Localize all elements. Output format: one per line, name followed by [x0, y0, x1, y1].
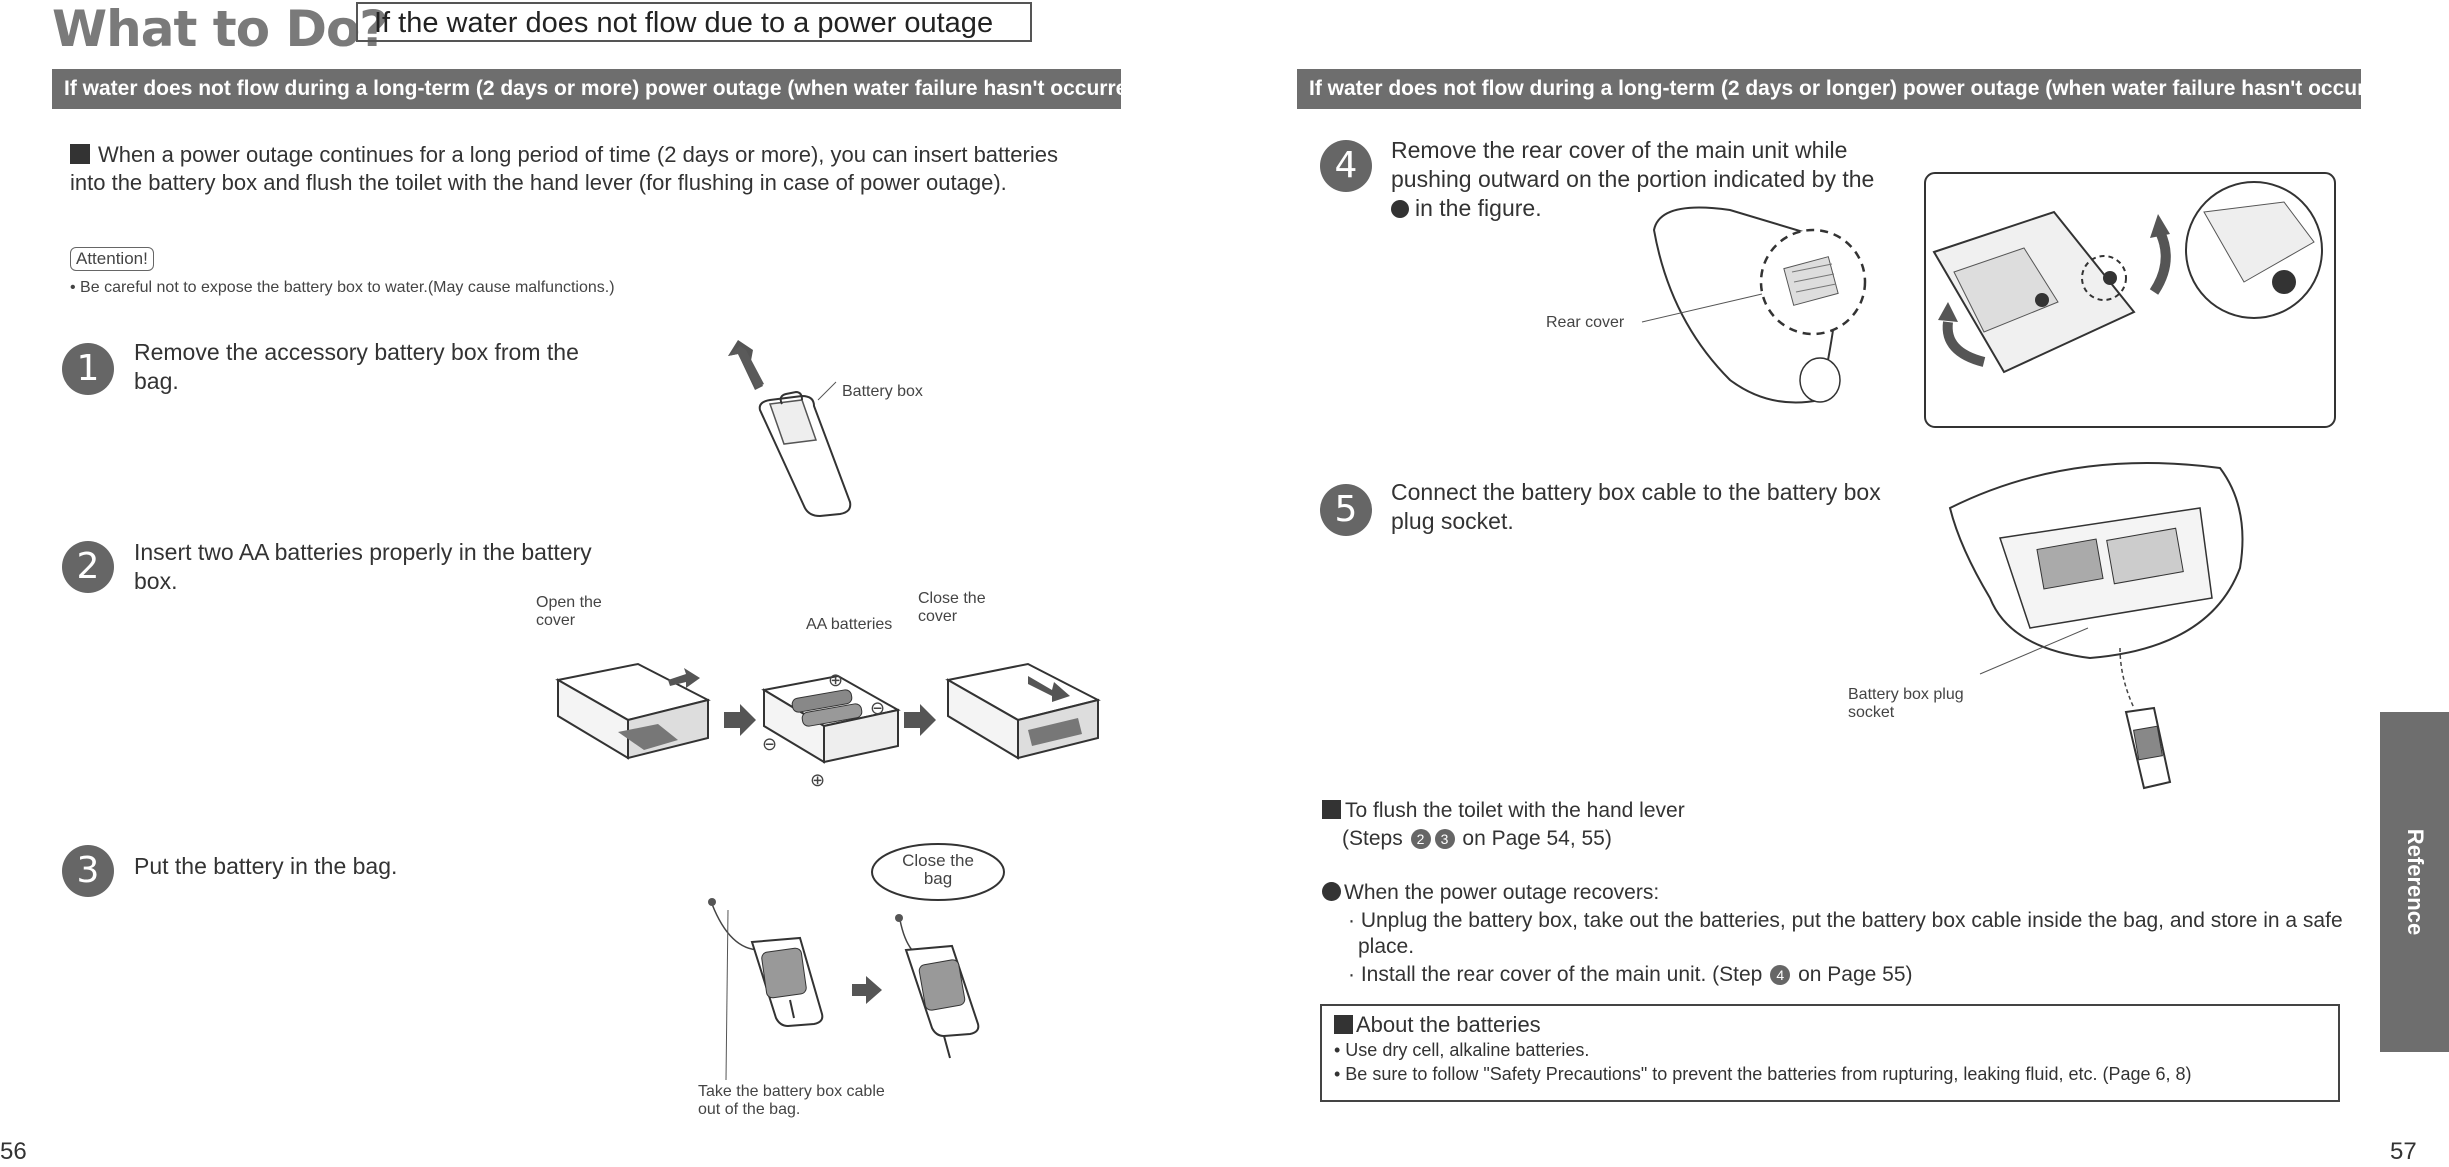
step-ref-badge: 4 — [1770, 965, 1791, 985]
rear-cover-leader-line — [1641, 293, 1763, 323]
section-bar-right: If water does not flow during a long-ter… — [1297, 69, 2361, 109]
arrow-icon — [1028, 676, 1070, 702]
hand-lever-title-text: To flush the toilet with the hand lever — [1345, 799, 1685, 822]
open-box-drawing — [555, 662, 711, 760]
intro-body: When a power outage continues for a long… — [70, 142, 1058, 195]
step-5-number: 5 — [1320, 484, 1372, 536]
filled-dot-icon — [1391, 200, 1409, 218]
label-close-cover: Close the cover — [918, 590, 986, 625]
attention-badge: Attention! — [70, 247, 154, 271]
label-take-cable: Take the battery box cable out of the ba… — [698, 1083, 885, 1118]
plug-socket-illustration — [1948, 462, 2244, 790]
step-2-number: 2 — [62, 541, 114, 593]
recovers-item-1: · Unplug the battery box, take out the b… — [1348, 909, 2343, 958]
label-aa-batteries: AA batteries — [806, 616, 893, 633]
about-title: About the batteries — [1334, 1012, 2326, 1038]
reference-side-tab: Reference — [2380, 712, 2449, 1052]
section-bar-left: If water does not flow during a long-ter… — [52, 69, 1121, 109]
step-4-text: Remove the rear cover of the main unit w… — [1391, 136, 1901, 223]
square-bullet-icon — [1322, 800, 1341, 819]
recovers-item-2: · Install the rear cover of the main uni… — [1348, 962, 1913, 988]
about-item-2: • Be sure to follow "Safety Precautions"… — [1334, 1064, 2192, 1084]
intro-text: When a power outage continues for a long… — [70, 141, 1060, 197]
side-tab-label: Reference — [2402, 828, 2428, 936]
filled-dot-icon — [1322, 882, 1341, 901]
recovers-title-text: When the power outage recovers: — [1344, 881, 1660, 904]
step-5-text: Connect the battery box cable to the bat… — [1391, 479, 1881, 534]
label-rear-cover: Rear cover — [1546, 314, 1625, 331]
hand-lever-title: To flush the toilet with the hand lever — [1322, 798, 1685, 824]
step-4-text-main: Remove the rear cover of the main unit w… — [1391, 137, 1875, 192]
right-arrow-icon — [724, 704, 756, 736]
step-ref-badge: 3 — [1434, 829, 1455, 849]
label-plug-socket: Battery box plug socket — [1848, 686, 1964, 721]
svg-text:⊖: ⊖ — [870, 698, 885, 719]
about-item-1: • Use dry cell, alkaline batteries. — [1334, 1040, 1590, 1060]
step-1-number: 1 — [62, 343, 114, 395]
curved-arrow-icon — [2149, 229, 2171, 295]
curved-arrow-icon — [1942, 321, 1986, 367]
rear-cover-removal-illustration — [1924, 172, 2336, 428]
about-batteries-box: About the batteries • Use dry cell, alka… — [1320, 1004, 2340, 1102]
recovers-item-2-suffix: on Page 55) — [1798, 963, 1913, 986]
closed-box-drawing — [945, 662, 1101, 760]
rear-cover-detail-circle — [1759, 228, 1867, 336]
square-bullet-icon — [70, 144, 90, 164]
right-arrow-icon — [904, 704, 936, 736]
svg-text:⊖: ⊖ — [762, 734, 777, 755]
speech-bubble — [871, 843, 1005, 901]
recovers-title: When the power outage recovers: — [1322, 880, 1659, 906]
svg-text:⊕: ⊕ — [828, 670, 843, 691]
step-2-text: Insert two AA batteries properly in the … — [134, 539, 592, 594]
step-3-text: Put the battery in the bag. — [134, 853, 398, 879]
square-bullet-icon — [1334, 1015, 1353, 1034]
recovers-item-2-prefix: · Install the rear cover of the main uni… — [1348, 963, 1763, 986]
battery-tray-drawing: ⊕ ⊖ ⊖ ⊕ — [761, 670, 901, 791]
label-close-bag: Close the bag — [902, 851, 974, 888]
page-title: What to Do? — [52, 0, 388, 58]
step-4-number: 4 — [1320, 140, 1372, 192]
step-4-text-after: in the figure. — [1415, 195, 1542, 221]
about-title-text: About the batteries — [1356, 1012, 1541, 1037]
step-ref-badge: 2 — [1410, 829, 1431, 849]
page-number-right: 57 — [2390, 1138, 2417, 1165]
bag-illustration — [708, 898, 980, 1081]
label-open-cover: Open the cover — [536, 594, 602, 629]
page-number-left: 56 — [0, 1138, 27, 1165]
arrow-icon — [668, 668, 700, 688]
hand-lever-suffix: on Page 54, 55) — [1462, 827, 1612, 850]
battery-box-illustration — [728, 340, 852, 518]
page-subtitle: If the water does not flow due to a powe… — [356, 2, 1032, 42]
step-1-text: Remove the accessory battery box from th… — [134, 339, 579, 394]
hand-lever-prefix: (Steps — [1342, 827, 1403, 850]
svg-text:⊕: ⊕ — [810, 770, 825, 791]
attention-note: • Be careful not to expose the battery b… — [70, 279, 615, 296]
label-battery-box: Battery box — [842, 383, 923, 400]
step-3-number: 3 — [62, 845, 114, 897]
insert-batteries-illustration: ⊕ ⊖ ⊖ ⊕ — [555, 662, 1101, 791]
right-arrow-icon — [852, 976, 882, 1004]
